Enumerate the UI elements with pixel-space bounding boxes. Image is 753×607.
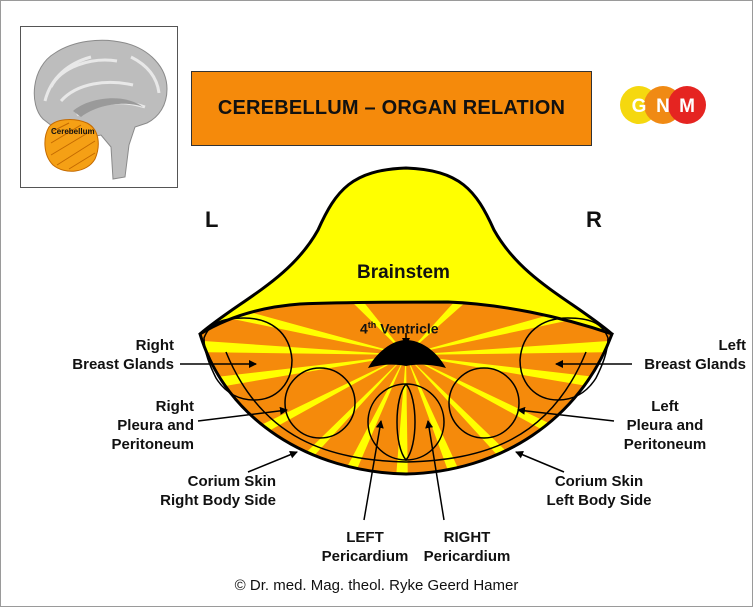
label-line: Left xyxy=(610,397,720,416)
label-line: Corium Skin xyxy=(532,472,666,491)
label-line: Right xyxy=(60,397,194,416)
label-line: Peritoneum xyxy=(60,435,194,454)
label-line: Breast Glands xyxy=(620,355,746,374)
fourth-ventricle-label: 4th Ventricle xyxy=(360,316,439,339)
left-pleura-peritoneum-label: Left Pleura and Peritoneum xyxy=(610,397,720,454)
label-line: LEFT xyxy=(310,528,420,547)
brainstem-label: Brainstem xyxy=(357,262,450,284)
label-line: Pericardium xyxy=(412,547,522,566)
label-line: Corium Skin xyxy=(110,472,276,491)
label-line: Peritoneum xyxy=(610,435,720,454)
copyright-notice: © Dr. med. Mag. theol. Ryke Geerd Hamer xyxy=(0,577,753,594)
ventricle-superscript: th xyxy=(368,320,377,330)
right-breast-glands-label: Right Breast Glands xyxy=(54,336,174,374)
label-line: RIGHT xyxy=(412,528,522,547)
left-breast-glands-label: Left Breast Glands xyxy=(620,336,746,374)
ventricle-word: Ventricle xyxy=(380,321,438,337)
corium-skin-left-label: Corium Skin Left Body Side xyxy=(532,472,666,510)
label-line: Right xyxy=(54,336,174,355)
label-line: Breast Glands xyxy=(54,355,174,374)
label-line: Left xyxy=(620,336,746,355)
label-line: Pleura and xyxy=(610,416,720,435)
label-line: Right Body Side xyxy=(110,491,276,510)
ventricle-number: 4 xyxy=(360,321,368,337)
label-line: Pleura and xyxy=(60,416,194,435)
right-pleura-peritoneum-label: Right Pleura and Peritoneum xyxy=(60,397,194,454)
left-pericardium-label: LEFT Pericardium xyxy=(310,528,420,566)
label-line: Pericardium xyxy=(310,547,420,566)
label-line: Left Body Side xyxy=(532,491,666,510)
right-pericardium-label: RIGHT Pericardium xyxy=(412,528,522,566)
corium-skin-right-label: Corium Skin Right Body Side xyxy=(110,472,276,510)
